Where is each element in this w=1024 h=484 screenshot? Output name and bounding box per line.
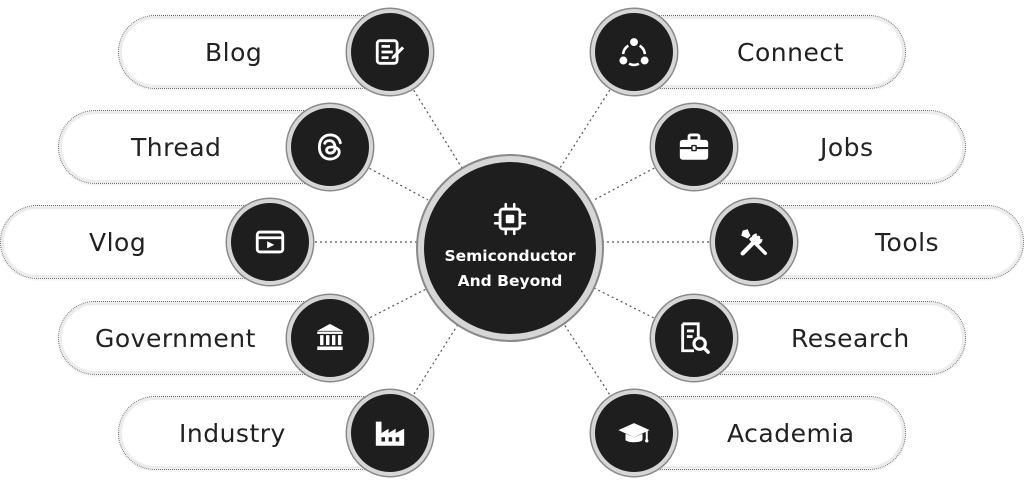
node-connect-label: Connect bbox=[737, 37, 844, 67]
node-thread-label: Thread bbox=[131, 132, 222, 162]
connector-government bbox=[329, 287, 429, 339]
factory-icon[interactable] bbox=[347, 390, 433, 476]
node-academia-label: Academia bbox=[727, 418, 855, 448]
hub-title-line2: And Beyond bbox=[457, 272, 563, 290]
hub-title-line1: Semiconductor bbox=[444, 247, 576, 265]
node-jobs-label: Jobs bbox=[820, 132, 874, 162]
video-play-icon[interactable] bbox=[227, 199, 313, 285]
connector-jobs bbox=[593, 146, 695, 201]
connector-thread bbox=[329, 146, 429, 201]
node-blog-label: Blog bbox=[205, 37, 263, 67]
node-research-label: Research bbox=[791, 323, 910, 353]
node-vlog-label: Vlog bbox=[89, 227, 147, 257]
research-document-icon[interactable] bbox=[651, 295, 737, 381]
node-industry-label: Industry bbox=[179, 418, 286, 448]
share-network-icon[interactable] bbox=[591, 9, 677, 95]
tools-icon[interactable] bbox=[711, 199, 797, 285]
chip-icon bbox=[493, 202, 527, 236]
blog-edit-icon[interactable] bbox=[347, 9, 433, 95]
threads-icon[interactable] bbox=[287, 104, 373, 190]
connector-research bbox=[593, 287, 695, 339]
graduation-cap-icon[interactable] bbox=[591, 390, 677, 476]
government-building-icon[interactable] bbox=[287, 295, 373, 381]
node-government-label: Government bbox=[95, 323, 256, 353]
briefcase-icon[interactable] bbox=[651, 104, 737, 190]
node-tools-label: Tools bbox=[875, 227, 940, 257]
hub-semiconductor[interactable]: Semiconductor And Beyond bbox=[418, 156, 602, 340]
